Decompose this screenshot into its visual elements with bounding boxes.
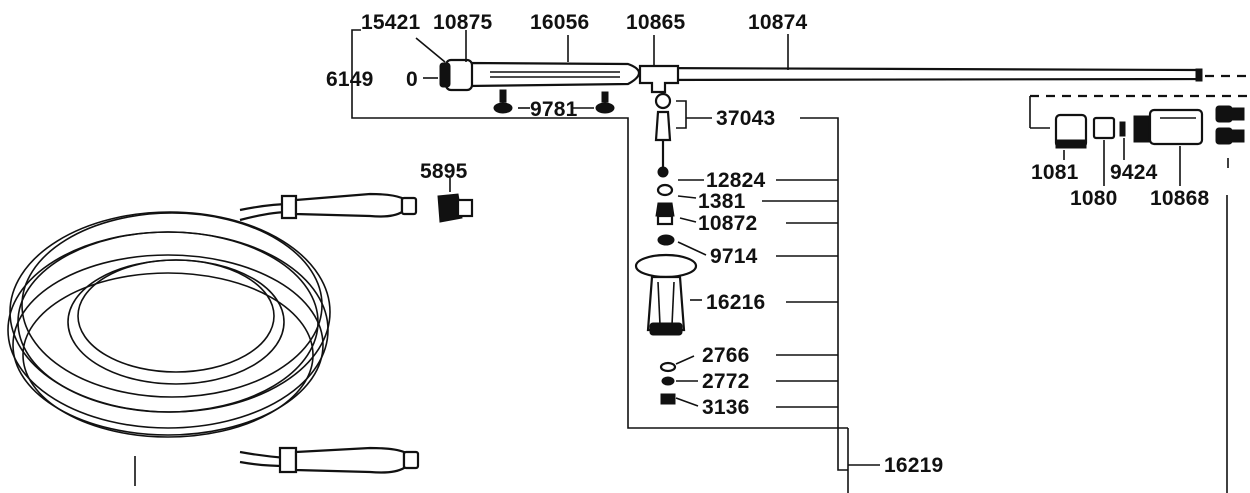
- label-9424: 9424: [1110, 161, 1158, 184]
- label-2772: 2772: [702, 370, 750, 393]
- label-10874: 10874: [748, 11, 808, 34]
- hose-coil: [7, 192, 420, 486]
- label-1080: 1080: [1070, 187, 1118, 210]
- label-6149-suffix: 0: [406, 68, 418, 91]
- label-2766: 2766: [702, 344, 750, 367]
- exploded-parts: [634, 183, 698, 405]
- coupling-icon: [437, 178, 474, 223]
- label-1381: 1381: [698, 190, 746, 213]
- label-16219: 16219: [884, 454, 944, 477]
- label-3136: 3136: [702, 396, 750, 419]
- label-10872: 10872: [698, 212, 758, 235]
- label-10868: 10868: [1150, 187, 1210, 210]
- screw-icon: [493, 89, 615, 114]
- label-10875: 10875: [433, 11, 493, 34]
- label-10865: 10865: [626, 11, 686, 34]
- label-9714: 9714: [710, 245, 758, 268]
- label-1081: 1081: [1031, 161, 1079, 184]
- label-5895: 5895: [420, 160, 468, 183]
- label-16056: 16056: [530, 11, 590, 34]
- label-37043: 37043: [716, 107, 776, 130]
- label-16216: 16216: [706, 291, 766, 314]
- leader-lines: [351, 29, 880, 493]
- label-12824: 12824: [706, 169, 766, 192]
- label-15421: 15421: [361, 11, 421, 34]
- spray-lance: [439, 58, 1203, 178]
- label-9781: 9781: [530, 98, 578, 121]
- label-6149: 6149: [326, 68, 374, 91]
- nozzle-group: [1029, 74, 1250, 493]
